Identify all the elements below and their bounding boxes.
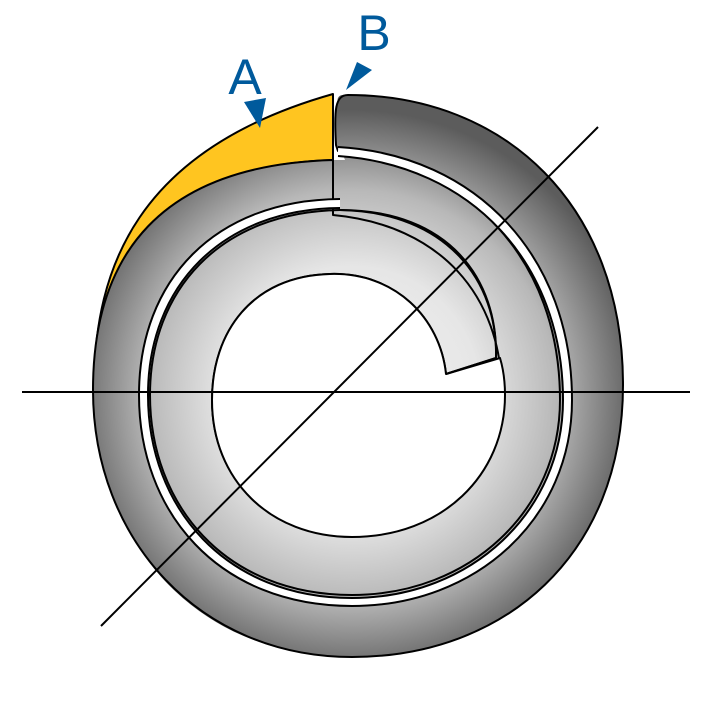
spiral-core-hole	[211, 272, 506, 538]
spiral-gap-outer-edge-2	[146, 155, 565, 600]
label-b: B	[357, 5, 390, 61]
spiral-gap-outer-edge-1	[137, 146, 574, 608]
diagonal-axis-line	[100, 126, 599, 627]
arrow-a-icon	[244, 98, 266, 128]
arrow-b-icon	[346, 62, 372, 90]
spiral-gap-outer	[138, 146, 573, 607]
label-a: A	[228, 49, 262, 105]
